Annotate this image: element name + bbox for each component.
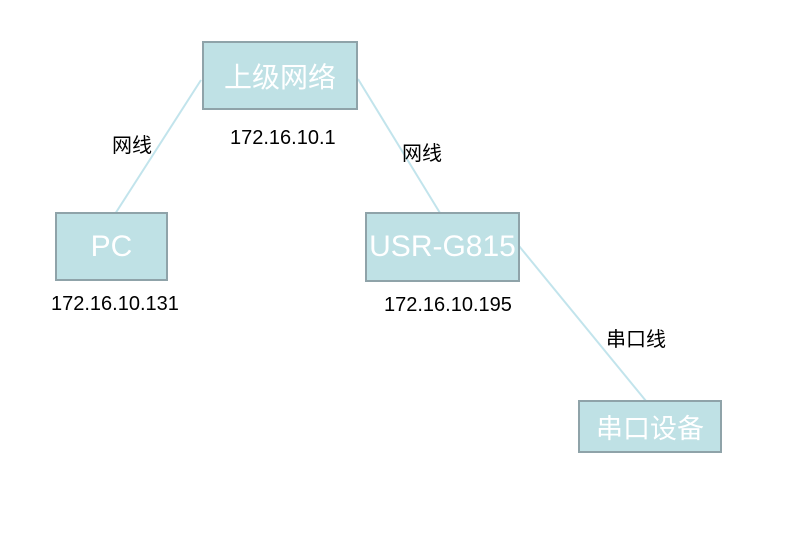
ip-label-pc: 172.16.10.131 bbox=[51, 293, 179, 315]
ip-label-upper-network: 172.16.10.1 bbox=[230, 127, 336, 149]
node-upper-network-label: 上级网络 bbox=[223, 60, 336, 94]
cable-label-upper-network-to-usr-g815: 网线 bbox=[402, 141, 442, 165]
ip-label-usr-g815: 172.16.10.195 bbox=[384, 294, 512, 316]
cable-line-pc-to-upper-network bbox=[114, 79, 202, 215]
cable-label-usr-g815-to-serial-device: 串口线 bbox=[606, 327, 666, 351]
node-pc: PC bbox=[55, 212, 168, 281]
cable-line-upper-network-to-usr-g815 bbox=[357, 78, 441, 214]
cable-line-usr-g815-to-serial-device bbox=[518, 245, 647, 402]
node-usr-g815-label: USR-G815 bbox=[369, 230, 516, 263]
node-usr-g815: USR-G815 bbox=[365, 212, 520, 282]
cable-label-pc-to-upper-network: 网线 bbox=[112, 133, 152, 157]
node-serial-device-label: 串口设备 bbox=[596, 414, 704, 445]
node-upper-network: 上级网络 bbox=[202, 41, 358, 110]
node-pc-label: PC bbox=[90, 229, 133, 263]
node-serial-device: 串口设备 bbox=[578, 400, 722, 453]
